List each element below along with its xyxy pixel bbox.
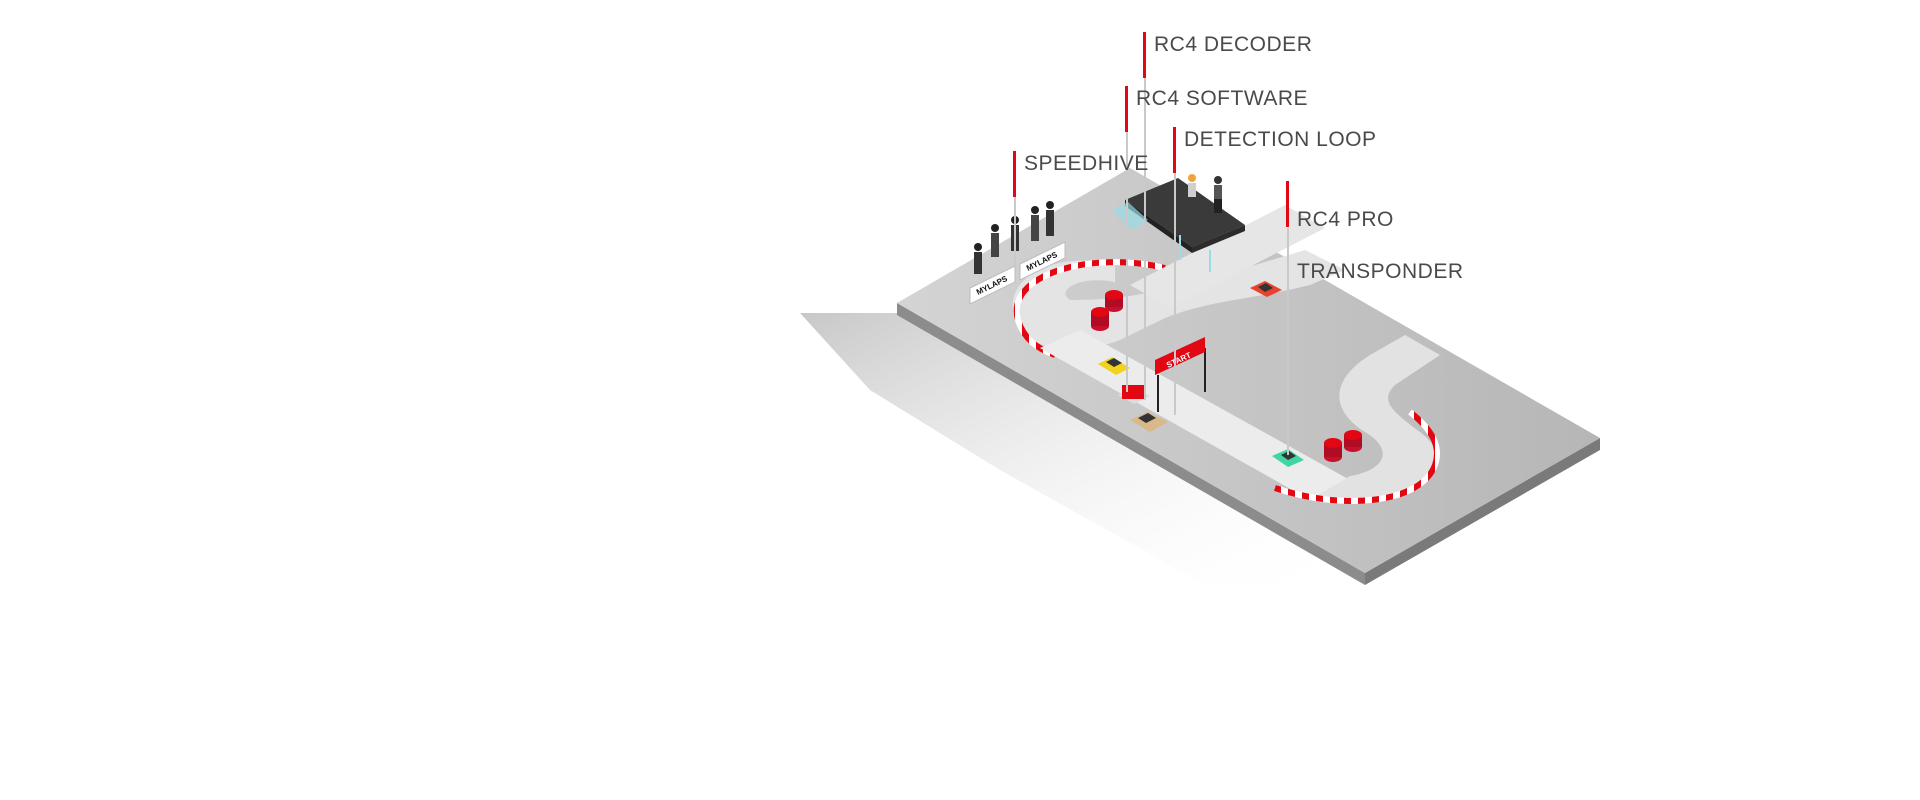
car-yellow bbox=[1098, 357, 1130, 375]
callout-detection-loop-label: DETECTION LOOP bbox=[1184, 128, 1377, 151]
callout-bar bbox=[1173, 127, 1176, 173]
callout-rc4-software-label: RC4 SOFTWARE bbox=[1136, 87, 1309, 110]
kerb-hairpin-left bbox=[1013, 259, 1166, 358]
callout-rc4-decoder: RC4 DECODER bbox=[1143, 32, 1312, 78]
car-teal bbox=[1272, 449, 1304, 467]
callout-rc4-pro-transponder: RC4 PRO TRANSPONDER bbox=[1286, 181, 1464, 311]
callout-bar bbox=[1013, 151, 1016, 197]
driver-figure bbox=[1188, 174, 1222, 213]
callout-bar bbox=[1286, 181, 1289, 227]
platform-side-left bbox=[897, 303, 1365, 585]
kerb-hairpin-right bbox=[1274, 409, 1440, 504]
callout-bar bbox=[1143, 32, 1146, 78]
callout-speedhive-label: SPEEDHIVE bbox=[1024, 152, 1149, 175]
track-back-straight bbox=[1130, 205, 1325, 308]
start-gate: START bbox=[1155, 337, 1206, 412]
callout-rc4-pro-transponder-line1: RC4 PRO bbox=[1297, 208, 1394, 231]
callout-rc4-pro-transponder-label: RC4 PRO TRANSPONDER bbox=[1297, 181, 1464, 311]
platform-side-right bbox=[1365, 438, 1600, 585]
callout-speedhive: SPEEDHIVE bbox=[1013, 151, 1149, 197]
tire-stack-left bbox=[1091, 290, 1123, 331]
callout-rc4-software: RC4 SOFTWARE bbox=[1125, 86, 1308, 132]
callout-rc4-decoder-label: RC4 DECODER bbox=[1154, 33, 1313, 56]
callout-rc4-pro-transponder-line2: TRANSPONDER bbox=[1297, 260, 1464, 283]
tire-stack-right bbox=[1324, 430, 1362, 462]
track-hairpin-right bbox=[1310, 335, 1440, 504]
car-red bbox=[1250, 281, 1282, 297]
callout-bar bbox=[1125, 86, 1128, 132]
callout-detection-loop: DETECTION LOOP bbox=[1173, 127, 1377, 173]
floor-shadow bbox=[800, 313, 1365, 585]
